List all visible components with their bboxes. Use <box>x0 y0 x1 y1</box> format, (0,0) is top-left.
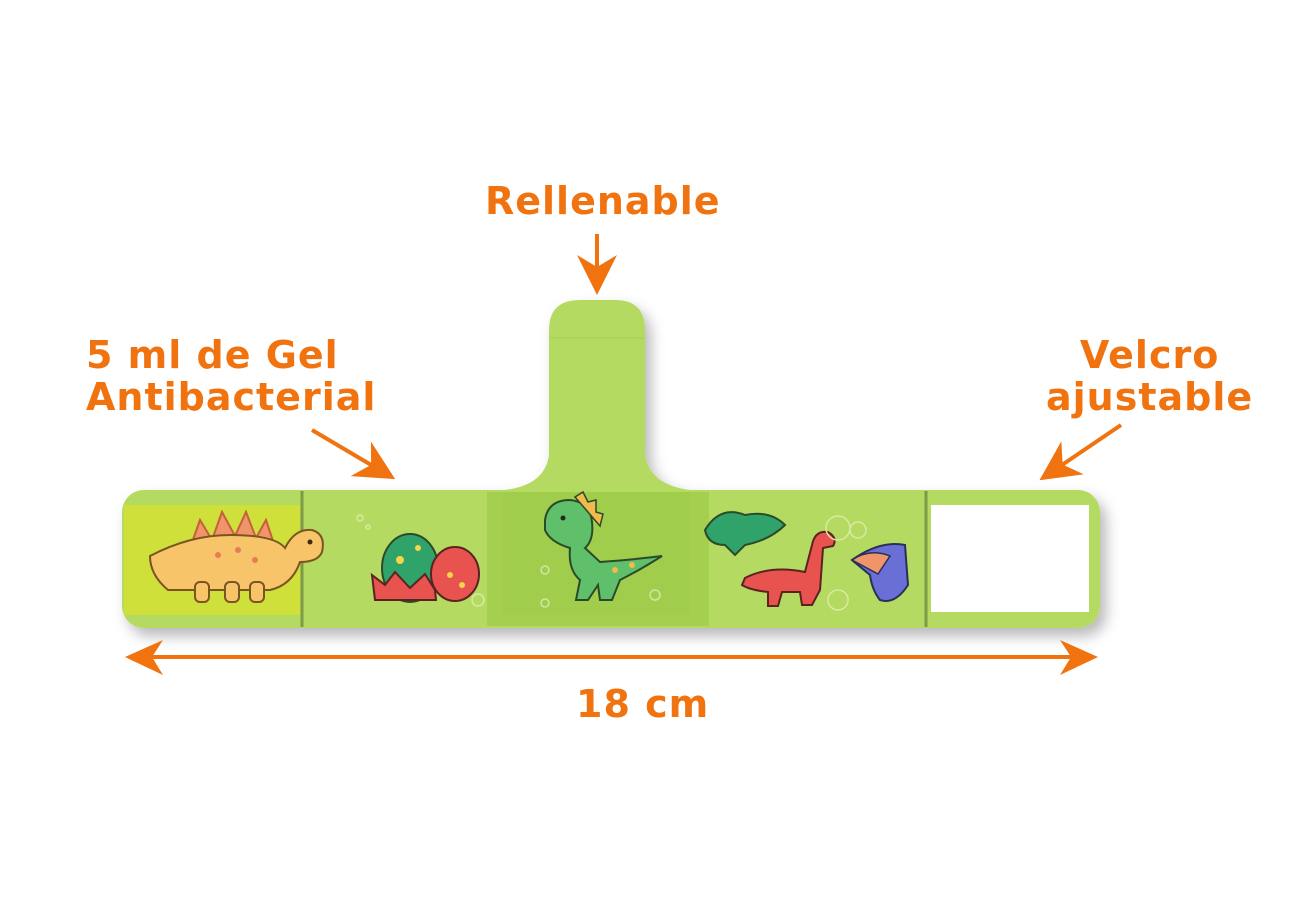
stegosaurus-icon <box>148 509 324 603</box>
velcro-patch <box>931 505 1089 612</box>
t-rex-icon <box>540 490 663 608</box>
gel-arrow <box>310 428 396 480</box>
refill-label: Rellenable <box>485 179 721 223</box>
dino-eggs-icon <box>356 514 485 607</box>
refill-tab <box>505 300 690 490</box>
velcro-label: Velcro ajustable <box>1046 333 1254 419</box>
length-label: 18 cm <box>576 682 710 726</box>
gel-capacity-label: 5 ml de Gel Antibacterial <box>86 333 377 419</box>
velcro-arrow <box>1039 423 1123 481</box>
dinosaurs-group-icon <box>703 511 910 611</box>
length-dimension-arrow <box>125 640 1098 675</box>
